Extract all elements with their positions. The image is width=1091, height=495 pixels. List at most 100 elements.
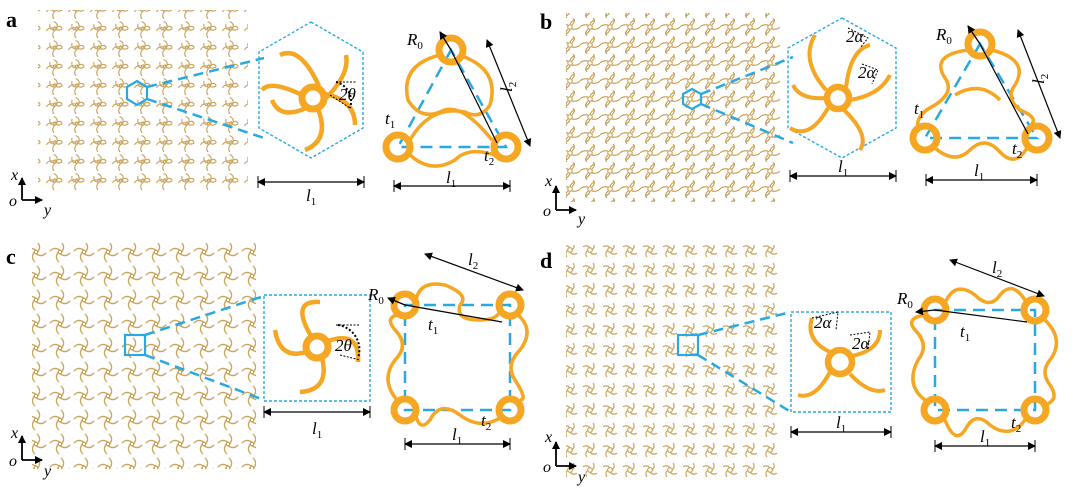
t2-label: t: [481, 411, 487, 430]
t1-label: t: [385, 109, 391, 128]
l1-label: l: [312, 419, 317, 438]
t1-label: t: [960, 322, 966, 341]
zoom-square: [263, 294, 371, 402]
zoom-hexagon: [787, 17, 897, 159]
panel-d: d 2α 2α l1: [540, 245, 1059, 486]
zoom-hexagon: [258, 21, 364, 159]
angle-arc: [337, 324, 361, 359]
panel-label: a: [6, 7, 17, 32]
zoom-line: [146, 56, 265, 89]
zoom-line: [700, 102, 794, 145]
svg-text:R0: R0: [367, 285, 384, 307]
angle-arc: [335, 81, 353, 109]
r0-arrow: [967, 25, 981, 45]
zoom-line: [697, 353, 792, 414]
panel-c: c 2θ l1: [6, 243, 529, 480]
unit-cell-zoom: [260, 50, 358, 153]
radius-line: [979, 43, 1029, 135]
r0-arrow: [915, 307, 936, 316]
svg-text:o: o: [543, 203, 551, 220]
angle-guides: [847, 27, 869, 49]
t1-label: t: [914, 99, 920, 118]
hex-lattice-pattern: [38, 10, 248, 190]
svg-text:y: y: [42, 202, 52, 219]
cell-schematic: [386, 282, 529, 427]
l1-label: l: [446, 168, 451, 187]
l2-dimension: [949, 258, 1045, 298]
l1-label: l: [306, 186, 311, 205]
svg-text:l1: l1: [312, 419, 322, 441]
l2-dimension: [424, 252, 524, 292]
svg-text:t1: t1: [914, 99, 924, 121]
angle-label: 2α: [852, 334, 871, 353]
t2-label: t: [484, 146, 490, 165]
l1-label: l: [980, 427, 985, 446]
l1-label: l: [974, 161, 979, 180]
panel-a: a 2θ l1: [6, 7, 532, 219]
svg-text:t2: t2: [484, 146, 494, 168]
svg-text:R0: R0: [896, 289, 913, 311]
coordinate-axes: x o y: [543, 173, 586, 228]
l1-label: l: [452, 425, 457, 444]
svg-text:l1: l1: [974, 161, 984, 183]
panel-label: b: [540, 9, 552, 34]
cell-schematic: [909, 286, 1059, 438]
unit-cell-marker: [676, 333, 700, 357]
l2-label: l: [992, 258, 997, 277]
svg-text:t2: t2: [1011, 413, 1021, 435]
svg-text:l1: l1: [980, 427, 990, 449]
l2-dimension: [1016, 29, 1062, 139]
unit-cell-zoom: [797, 317, 886, 398]
svg-text:o: o: [9, 453, 17, 470]
r0-label: R: [367, 285, 379, 304]
angle-label: 2α: [846, 27, 865, 46]
r0-arrow: [439, 31, 452, 51]
svg-text:y: y: [576, 211, 586, 228]
angle-label: 2θ: [339, 85, 356, 104]
svg-text:l1: l1: [452, 425, 462, 447]
angle-label: 2α: [814, 313, 833, 332]
zoom-line: [146, 97, 265, 140]
l2-dimension: [485, 39, 532, 147]
l1-label: l: [838, 157, 843, 176]
coordinate-axes: x o y: [543, 429, 586, 486]
svg-text:x: x: [544, 173, 552, 190]
angle-label: 2α: [858, 63, 877, 82]
svg-text:t2: t2: [481, 411, 491, 433]
coordinate-axes: x o y: [9, 167, 52, 219]
svg-text:l1: l1: [306, 186, 316, 208]
svg-text:t1: t1: [960, 322, 970, 344]
r0-label: R: [406, 30, 418, 49]
panel-label: c: [6, 244, 16, 269]
l2-label: l2: [497, 82, 519, 92]
radius-line: [934, 309, 1028, 323]
l2-label: l: [468, 250, 473, 269]
svg-text:x: x: [544, 429, 552, 446]
zoom-line: [144, 353, 265, 402]
angle-guides: [329, 81, 356, 109]
radius-line: [404, 304, 503, 323]
zoom-square: [790, 311, 892, 413]
svg-text:l2: l2: [992, 258, 1002, 280]
svg-text:l1: l1: [838, 157, 848, 179]
r0-label: R: [896, 289, 908, 308]
svg-text:l2: l2: [468, 250, 478, 272]
svg-text:x: x: [10, 425, 18, 442]
svg-text:y: y: [576, 469, 586, 486]
angle-label: 2θ: [335, 336, 352, 355]
square-lattice-pattern: [566, 245, 778, 478]
cell-schematic: [909, 28, 1053, 161]
svg-text:x: x: [10, 167, 18, 184]
t1-label: t: [428, 315, 434, 334]
r0-arrow: [387, 296, 406, 306]
panel-b: b 2α 2α l1: [540, 9, 1062, 228]
svg-text:l1: l1: [446, 168, 456, 190]
svg-text:t1: t1: [428, 315, 438, 337]
panel-label: d: [540, 248, 552, 273]
zoom-line: [144, 294, 265, 337]
svg-text:o: o: [543, 459, 551, 476]
svg-text:t1: t1: [385, 109, 395, 131]
zoom-line: [700, 55, 794, 96]
unit-cell-zoom: [272, 299, 361, 395]
